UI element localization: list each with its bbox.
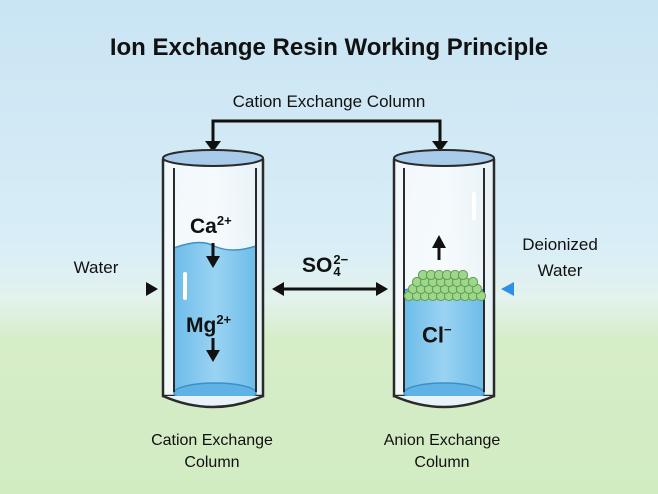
cation-column-caption: Cation Exchange Column: [132, 430, 292, 474]
magnesium-charge: 2+: [216, 312, 232, 327]
resin-bead: [467, 276, 479, 288]
resin-bead: [457, 269, 469, 281]
water-inlet-arrow: [32, 282, 158, 296]
inlet-water-label: Water: [73, 258, 119, 277]
sulfate-symbol: SO: [302, 254, 333, 277]
resin-beads: [403, 269, 487, 302]
deionized-water-arrow: [501, 282, 628, 296]
anion-column-caption: Anion Exchange Column: [362, 430, 522, 474]
magnesium-ion-label: Mg2+: [186, 312, 231, 338]
top-connector-arrow: [205, 119, 448, 152]
magnesium-symbol: Mg: [186, 314, 217, 337]
anion-caption-line2: Column: [414, 454, 470, 471]
cation-exchange-column: [161, 149, 265, 409]
cation-caption-line2: Column: [184, 454, 240, 471]
anion-exchange-column: [392, 149, 496, 409]
magnesium-down-arrow: [206, 350, 220, 362]
calcium-ion-label: Ca2+: [190, 213, 232, 239]
outlet-label-line1: Deionized: [522, 235, 598, 254]
chloride-charge: −: [444, 322, 452, 337]
anion-up-arrow: [432, 235, 446, 248]
page-title: Ion Exchange Resin Working Principle: [109, 34, 549, 61]
calcium-charge: 2+: [216, 213, 232, 228]
anion-column-lid: [393, 149, 495, 167]
outlet-water-label: Deionized Water: [505, 232, 615, 284]
cation-caption-line1: Cation Exchange: [151, 432, 273, 449]
sulfate-charge: 2−: [333, 252, 349, 268]
cation-column-lid: [162, 149, 264, 167]
chloride-ion-label: Cl−: [422, 322, 452, 348]
outlet-label-line2: Water: [537, 261, 583, 280]
exchange-double-arrow: [272, 282, 388, 296]
anion-caption-line1: Anion Exchange: [383, 432, 501, 449]
top-connector-label: Cation Exchange Column: [232, 92, 426, 111]
calcium-down-arrow: [206, 256, 220, 268]
calcium-symbol: Ca: [190, 215, 217, 238]
chloride-symbol: Cl: [422, 322, 444, 348]
sulfate-subscript: 4: [333, 264, 341, 280]
